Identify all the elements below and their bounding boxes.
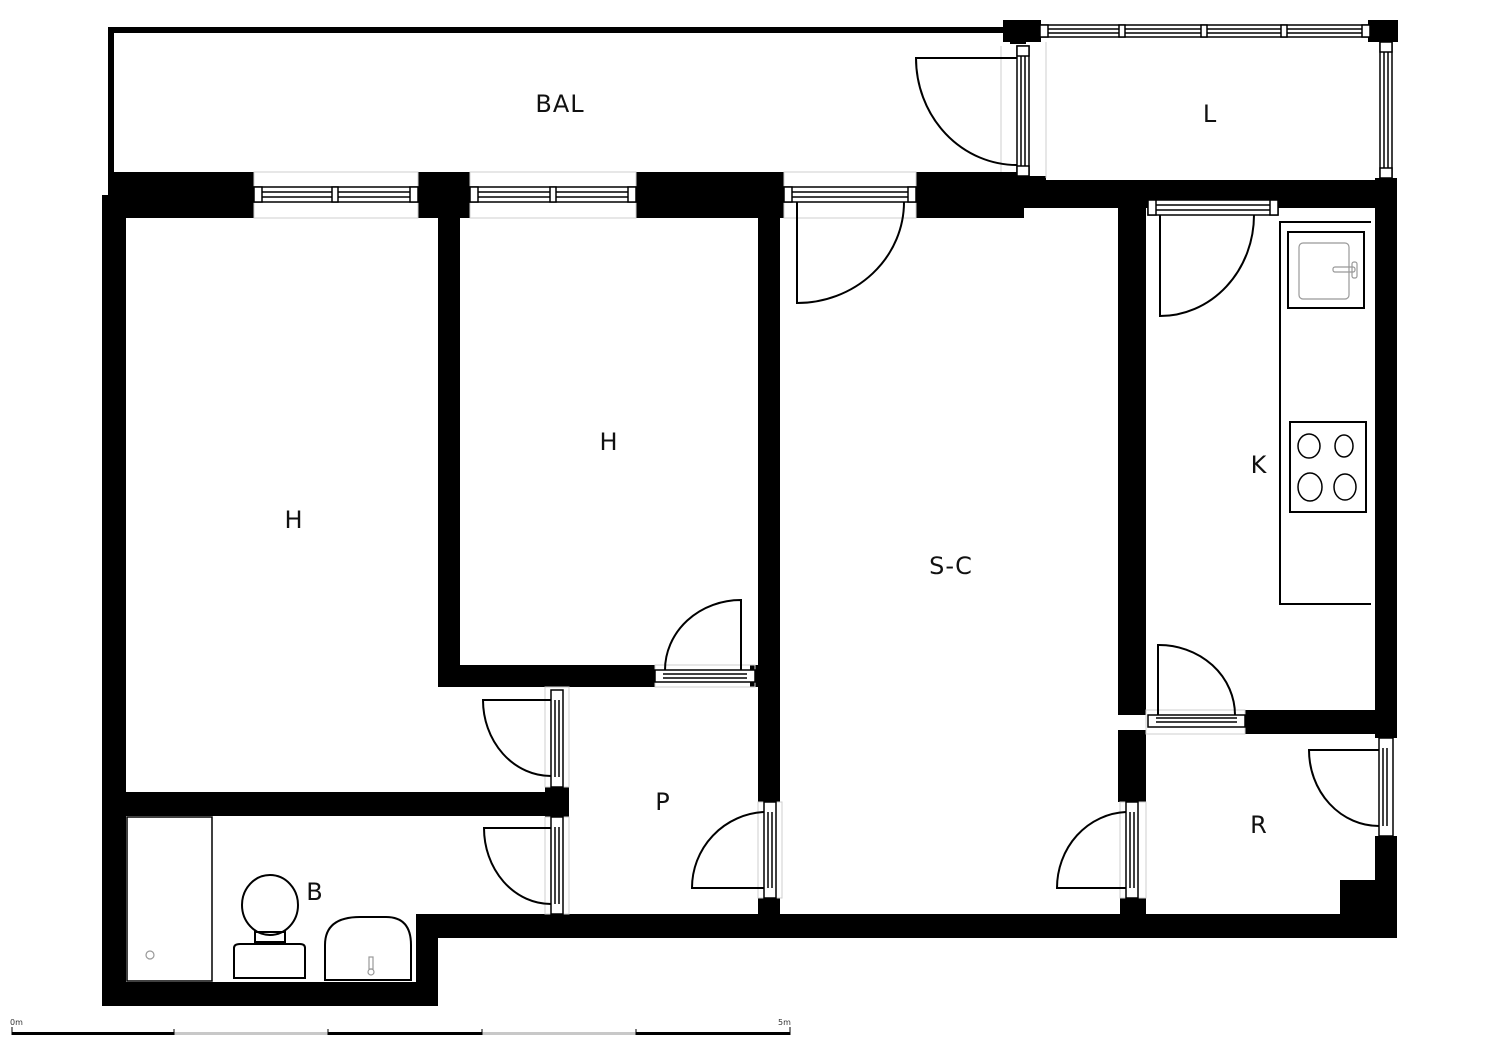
room-label-kitchen: K xyxy=(1250,451,1268,479)
room-label-storage: R xyxy=(1250,811,1268,839)
doors xyxy=(481,57,1394,915)
cooktop-icon xyxy=(1289,421,1367,513)
kitchen-counter xyxy=(1279,221,1371,605)
room-label-bathroom: B xyxy=(306,878,324,906)
room-label-passage: P xyxy=(655,788,671,816)
room-label-bedroom-2: H xyxy=(599,428,619,456)
scale-bar xyxy=(12,1033,502,1036)
room-label-laundry: L xyxy=(1202,100,1218,128)
bathroom-fixtures xyxy=(126,816,412,982)
room-label-bedroom-1: H xyxy=(284,506,304,534)
toilet-icon xyxy=(233,874,306,979)
scale-start-label: 0m xyxy=(10,1018,23,1027)
walls xyxy=(102,20,1398,1006)
bathtub-icon xyxy=(126,816,213,982)
room-label-balcony: BAL xyxy=(535,90,585,118)
balcony-outline xyxy=(108,27,1008,177)
kitchen-sink-icon xyxy=(1287,231,1365,309)
room-label-living-dining: S-C xyxy=(929,552,973,580)
washbasin-icon xyxy=(324,916,412,981)
scale-end-label: 5m xyxy=(778,1018,791,1027)
windows xyxy=(253,24,1393,219)
